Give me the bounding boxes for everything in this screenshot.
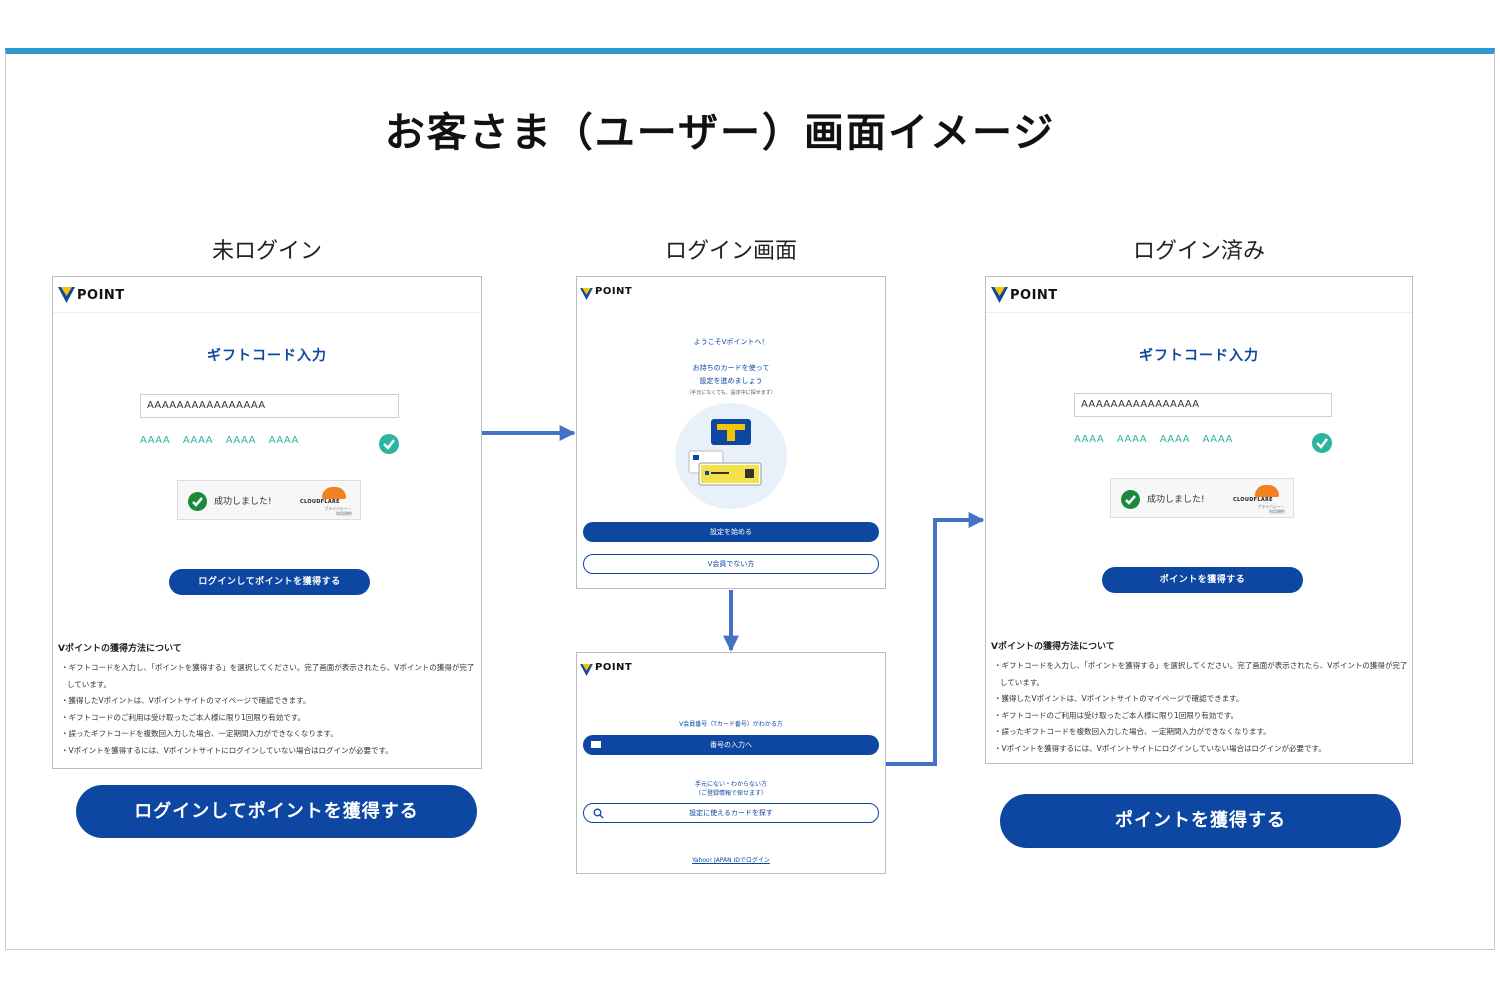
gift-code-title: ギフトコード入力 [207, 348, 327, 364]
how-to-get-item: ・ギフトコードを入力し、「ポイントを獲得する」を選択してください。完了画面が表示… [994, 661, 1408, 687]
how-to-get-item: ・誤ったギフトコードを複数回入力した場合、一定期間入力ができなくなります。 [61, 729, 338, 738]
instruction-note: （手元になくても、設定中に探せます） [686, 390, 776, 396]
how-to-get-list: ・ギフトコードを入力し、「ポイントを獲得する」を選択してください。完了画面が表示… [61, 660, 477, 759]
screen-logged-in: POINT ギフトコード入力 AAAAAAAAAAAAAAAA AAAA AAA… [985, 276, 1413, 764]
how-to-get-item: ・Vポイントを獲得するには、Vポイントサイトにログインしていない場合はログインが… [994, 743, 1326, 753]
enter-number-label: 番号の入力へ [710, 741, 752, 749]
instruction-line-1: お持ちのカードを使って [692, 364, 770, 372]
unknown-label-line-1: 手元にない・わからない方 [694, 781, 767, 788]
how-to-get-item: ・ギフトコードのご利用は受け取ったご本人様に限り1回限り有効です。 [61, 712, 306, 722]
how-to-get-title: Vポイントの獲得方法について [991, 642, 1115, 652]
column-title-logged-in: ログイン済み [1132, 239, 1265, 264]
non-member-button[interactable]: V会員でない方 [583, 554, 879, 574]
search-card-label: 設定に使えるカードを探す [689, 809, 773, 817]
v-point-logo: POINT [580, 659, 633, 676]
how-to-get-list: ・ギフトコードを入力し、「ポイントを獲得する」を選択してください。完了画面が表示… [994, 658, 1408, 757]
screen-header: POINT [53, 277, 481, 313]
captcha-widget[interactable]: 成功しました! CLOUDFLARE プライバシー・利用規約 [177, 480, 361, 520]
member-number-label: V会員番号（Tカード番号）がわかる方 [679, 721, 783, 728]
v-point-logo: POINT [58, 287, 125, 303]
logo-text: POINT [595, 285, 633, 297]
screen-card-entry: POINT V会員番号（Tカード番号）がわかる方 番号の入力へ 手元にない・わか… [576, 652, 886, 874]
captcha-widget[interactable]: 成功しました! CLOUDFLARE プライバシー・利用規約 [1110, 478, 1294, 518]
screen-header: POINT [986, 277, 1412, 313]
get-points-button[interactable]: ポイントを獲得する [1102, 567, 1303, 593]
check-circle-icon [379, 434, 399, 454]
gift-code-parts: AAAA AAAA AAAA AAAA [1074, 434, 1233, 445]
how-to-get-item: ・Vポイントを獲得するには、Vポイントサイトにログインしていない場合はログインが… [61, 745, 393, 755]
big-login-get-points-button[interactable]: ログインしてポイントを獲得する [76, 785, 477, 838]
gift-code-title: ギフトコード入力 [1139, 348, 1259, 364]
logo-text: POINT [77, 287, 125, 303]
captcha-links[interactable]: プライバシー・利用規約 [324, 506, 352, 516]
search-card-button[interactable]: 設定に使えるカードを探す [583, 803, 879, 823]
success-check-icon [1121, 490, 1140, 509]
screen-not-logged-in: POINT ギフトコード入力 AAAAAAAAAAAAAAAA AAAA AAA… [52, 276, 482, 769]
cloudflare-logo: CLOUDFLARE プライバシー・利用規約 [1233, 485, 1285, 514]
card-icon [591, 741, 601, 748]
how-to-get-item: ・誤ったギフトコードを複数回入力した場合、一定期間入力ができなくなります。 [994, 727, 1271, 736]
enter-number-button[interactable]: 番号の入力へ [583, 735, 879, 755]
instruction-line-2: 設定を進めましょう [699, 377, 763, 385]
welcome-text: ようこそVポイントへ！ [693, 338, 769, 346]
gift-code-input[interactable]: AAAAAAAAAAAAAAAA [1074, 393, 1332, 417]
login-get-points-button[interactable]: ログインしてポイントを獲得する [169, 569, 370, 595]
column-title-not-logged-in: 未ログイン [211, 239, 322, 264]
cloudflare-cloud-icon [1255, 485, 1279, 497]
how-to-get-title: Vポイントの獲得方法について [58, 644, 182, 654]
how-to-get-item: ・ギフトコードを入力し、「ポイントを獲得する」を選択してください。完了画面が表示… [61, 663, 475, 689]
captcha-success-text: 成功しました! [214, 497, 272, 507]
screen-login: POINT ようこそVポイントへ！ お持ちのカードを使って 設定を進めましょう … [576, 276, 886, 589]
v-point-logo: POINT [580, 283, 633, 300]
cloudflare-brand: CLOUDFLARE [1233, 497, 1273, 503]
search-icon [593, 808, 604, 826]
cloudflare-brand: CLOUDFLARE [300, 499, 340, 505]
start-setup-button[interactable]: 設定を始める [583, 522, 879, 542]
card-illustration [675, 403, 787, 509]
how-to-get-item: ・獲得したVポイントは、Vポイントサイトのマイページで確認できます。 [61, 696, 311, 705]
captcha-success-text: 成功しました! [1147, 495, 1205, 505]
logo-text: POINT [1010, 287, 1058, 303]
v-logo-icon [580, 661, 593, 676]
column-title-login-screen: ログイン画面 [664, 239, 797, 264]
cloudflare-logo: CLOUDFLARE プライバシー・利用規約 [300, 487, 352, 516]
v-point-logo: POINT [991, 287, 1058, 303]
v-logo-icon [580, 285, 593, 300]
captcha-links[interactable]: プライバシー・利用規約 [1257, 504, 1285, 514]
how-to-get-item: ・ギフトコードのご利用は受け取ったご本人様に限り1回限り有効です。 [994, 710, 1239, 720]
big-get-points-button[interactable]: ポイントを獲得する [1000, 794, 1401, 848]
logo-text: POINT [595, 661, 633, 673]
t-card-icon [688, 419, 762, 486]
cloudflare-cloud-icon [322, 487, 346, 499]
v-logo-icon [991, 287, 1008, 303]
success-check-icon [188, 492, 207, 511]
unknown-label-line-2: （ご登録情報で探せます） [694, 790, 767, 797]
arrow-to-logged-in [886, 512, 985, 766]
v-logo-icon [58, 287, 75, 303]
gift-code-parts: AAAA AAAA AAAA AAAA [140, 435, 299, 446]
gift-code-input[interactable]: AAAAAAAAAAAAAAAA [140, 394, 399, 418]
page-title: お客さま（ユーザー）画面イメージ [384, 110, 1056, 156]
yahoo-login-link[interactable]: Yahoo! JAPAN IDでログイン [692, 857, 770, 864]
how-to-get-item: ・獲得したVポイントは、Vポイントサイトのマイページで確認できます。 [994, 694, 1244, 703]
check-circle-icon [1312, 433, 1332, 453]
